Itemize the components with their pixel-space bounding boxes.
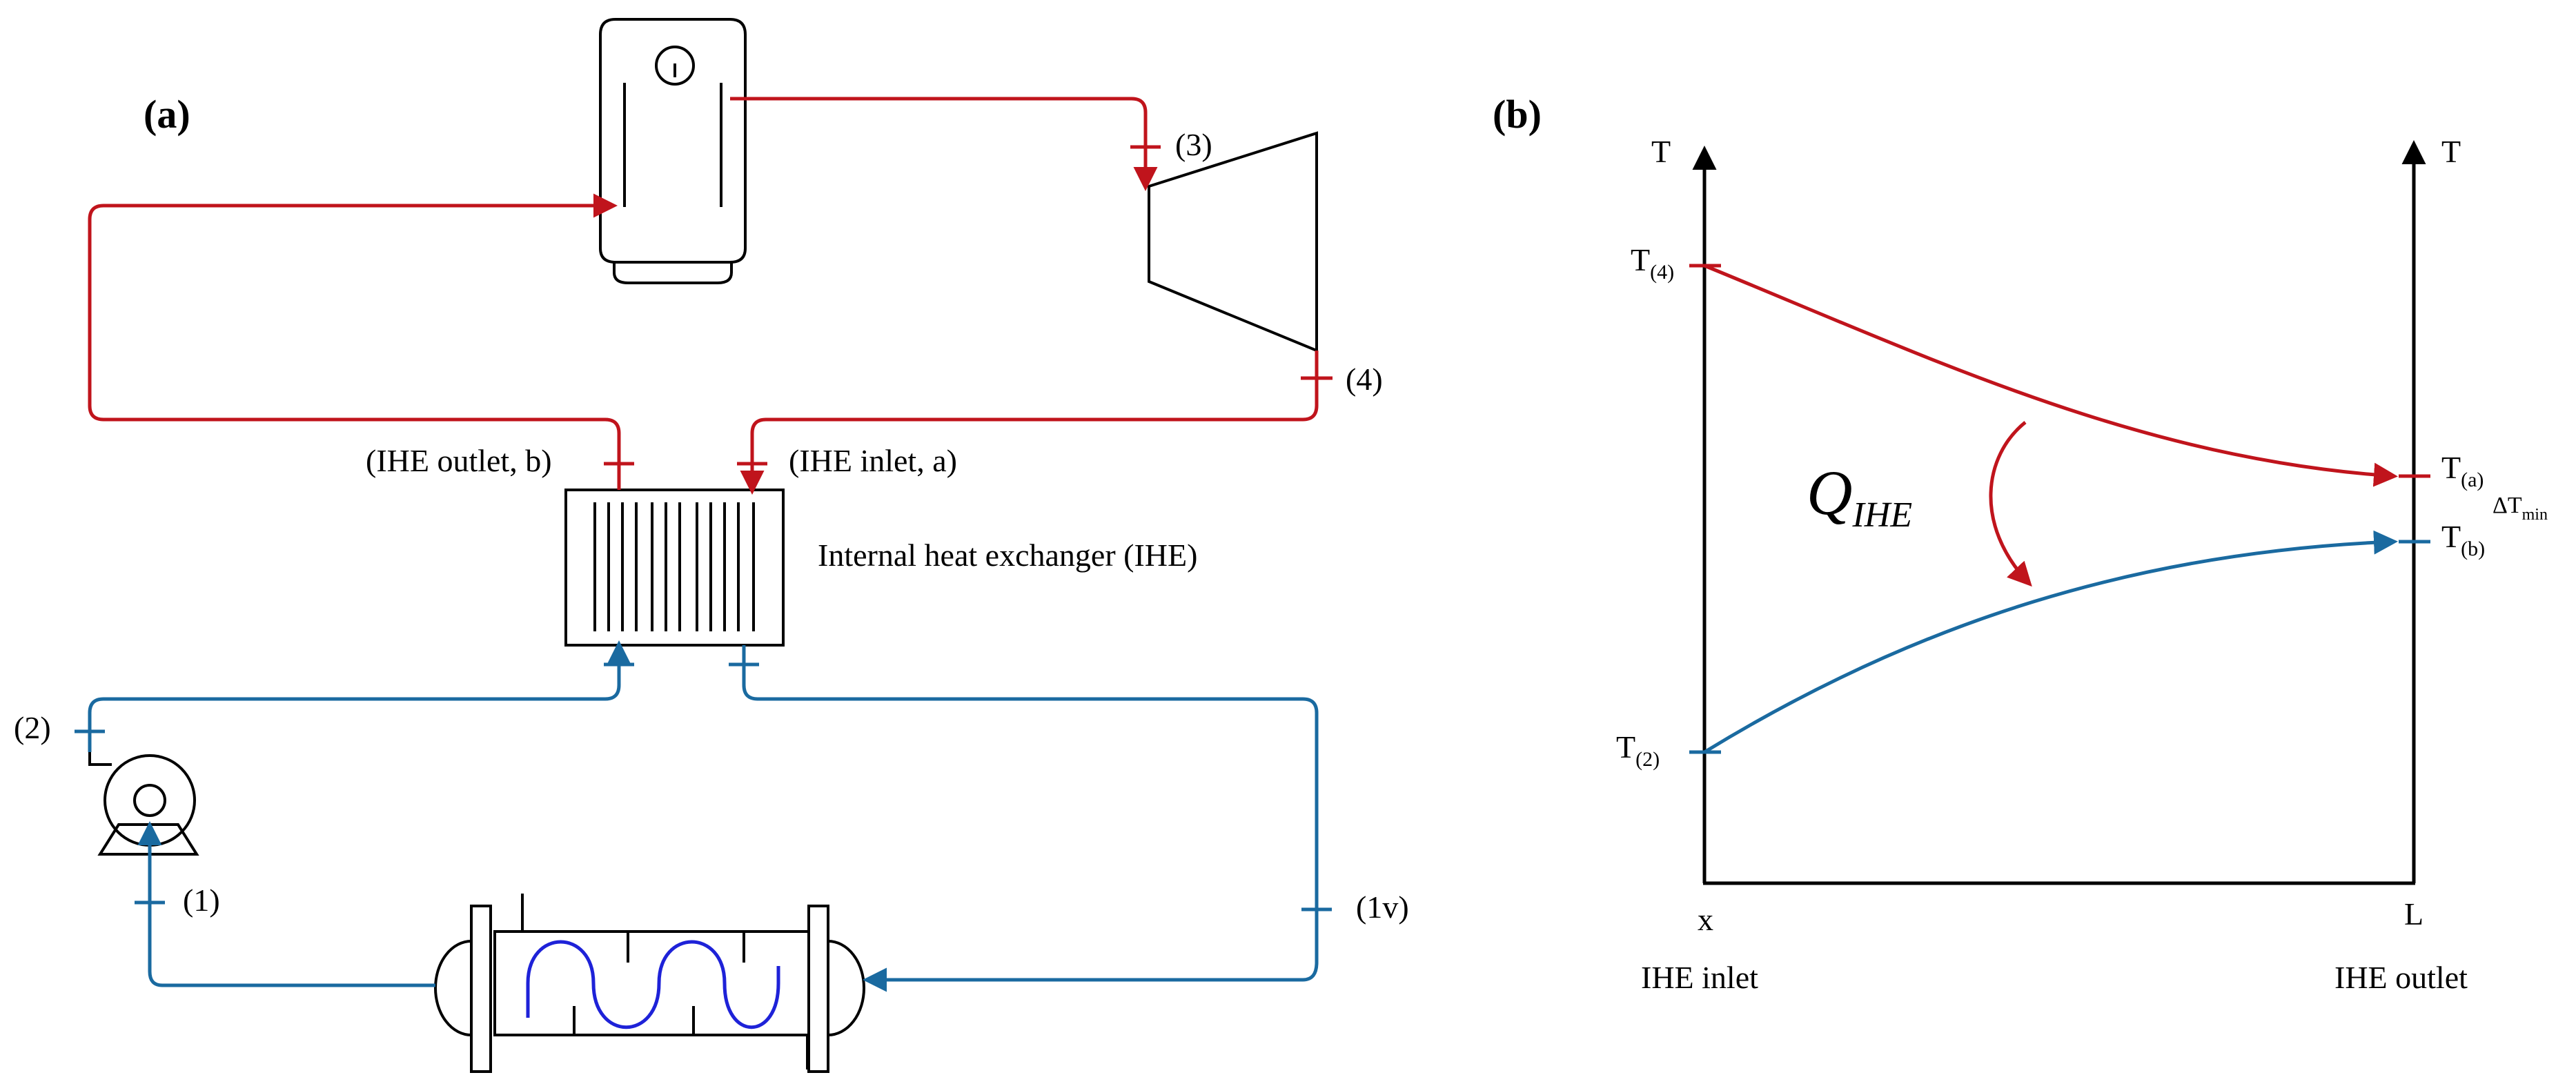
panel-b-label: (b) — [1493, 92, 1542, 137]
t4-label: T(4) — [1631, 242, 1674, 284]
label-point-4: (4) — [1346, 362, 1383, 397]
label-point-3: (3) — [1175, 127, 1212, 162]
label-point-1v: (1v) — [1356, 889, 1409, 925]
tq-axes — [1692, 140, 2426, 885]
hot-state-ticks — [604, 145, 1333, 466]
ihe-inlet-axis-label: IHE inlet — [1641, 960, 1758, 995]
heat-transfer-arrow — [1989, 421, 2032, 587]
label-point-1: (1) — [183, 883, 220, 918]
panel-a-label: (a) — [144, 92, 190, 137]
pump — [88, 752, 199, 856]
q-ihe-label: QIHE — [1807, 457, 1912, 535]
label-point-2: (2) — [14, 710, 51, 745]
ihe-outlet-axis-label: IHE outlet — [2334, 960, 2468, 995]
condenser — [434, 894, 865, 1073]
x-start-label: x — [1698, 902, 1713, 937]
turbine — [1148, 131, 1318, 353]
label-ihe-inlet: (IHE inlet, a) — [789, 443, 957, 478]
ihe-label: Internal heat exchanger (IHE) — [818, 538, 1197, 573]
condenser-coil — [526, 940, 780, 1029]
tb-label: T(b) — [2441, 519, 2485, 560]
t2-label: T(2) — [1616, 729, 1660, 771]
hot-temperature-curve — [1704, 264, 2398, 487]
x-end-label: L — [2404, 896, 2423, 932]
hot-loop — [88, 97, 1319, 495]
left-axis-label: T — [1651, 134, 1671, 169]
cold-state-ticks — [75, 662, 1332, 911]
cold-loop — [88, 640, 1319, 992]
boiler-vessel — [599, 18, 747, 284]
label-ihe-outlet: (IHE outlet, b) — [366, 443, 552, 478]
ta-label: T(a) — [2441, 450, 2484, 491]
cold-temperature-curve — [1703, 530, 2398, 754]
right-axis-label: T — [2441, 134, 2461, 169]
ihe-box — [564, 489, 785, 647]
delta-t-min-label: ΔTmin — [2493, 493, 2548, 524]
